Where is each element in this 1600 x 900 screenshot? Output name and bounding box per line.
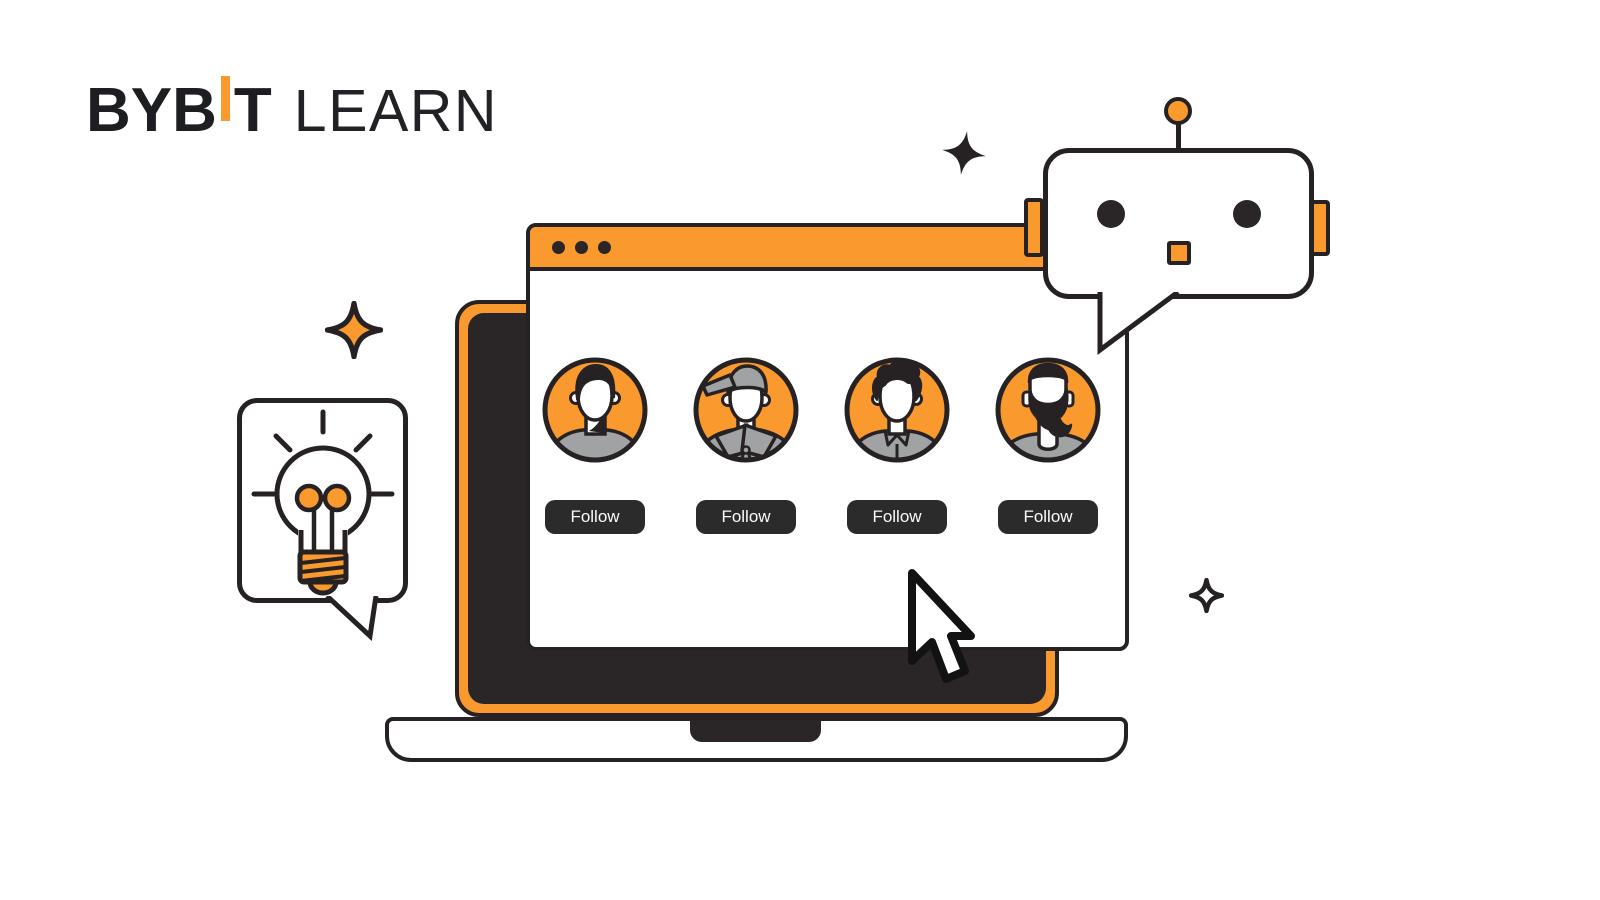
logo-text-learn: LEARN bbox=[293, 78, 499, 144]
mouse-cursor-icon bbox=[908, 569, 975, 683]
follow-button-2[interactable]: Follow bbox=[696, 500, 796, 534]
man-cap-jacket-avatar[interactable] bbox=[690, 354, 802, 466]
lightbulb-icon bbox=[251, 409, 395, 596]
profile-card-2: Follow bbox=[690, 354, 802, 534]
robot-head-speech-bubble bbox=[1043, 148, 1314, 299]
robot-antenna-stem bbox=[1176, 122, 1181, 150]
profile-card-4: Follow bbox=[992, 354, 1104, 534]
man-short-hair-avatar[interactable] bbox=[539, 354, 651, 466]
idea-bubble-tail bbox=[325, 596, 379, 642]
bybit-learn-logo: BYB T LEARN bbox=[86, 76, 499, 145]
browser-window: Follow bbox=[526, 223, 1129, 651]
profile-card-3: Follow bbox=[841, 354, 953, 534]
white-sparkle-icon bbox=[1189, 578, 1224, 613]
man-beard-avatar[interactable] bbox=[992, 354, 1104, 466]
robot-right-eye bbox=[1233, 200, 1261, 228]
window-dot-icon bbox=[575, 240, 588, 254]
follow-button-3[interactable]: Follow bbox=[847, 500, 947, 534]
robot-left-ear bbox=[1024, 198, 1044, 257]
orange-sparkle-icon bbox=[325, 301, 383, 359]
laptop-base bbox=[385, 717, 1128, 762]
black-sparkle-icon bbox=[942, 131, 986, 175]
logo-orange-bar bbox=[220, 76, 230, 121]
laptop-hinge-notch bbox=[690, 720, 821, 742]
robot-bubble-tail bbox=[1097, 292, 1180, 355]
logo-text-t: T bbox=[233, 76, 272, 145]
robot-mouth bbox=[1167, 241, 1191, 265]
follow-button-4[interactable]: Follow bbox=[998, 500, 1098, 534]
window-dot-icon bbox=[598, 240, 611, 254]
window-dot-icon bbox=[552, 240, 565, 254]
follow-button-1[interactable]: Follow bbox=[545, 500, 645, 534]
profile-card-1: Follow bbox=[539, 354, 651, 534]
logo-text-byb: BYB bbox=[86, 76, 217, 145]
man-curly-hair-avatar[interactable] bbox=[841, 354, 953, 466]
robot-left-eye bbox=[1097, 200, 1125, 228]
robot-antenna-ball bbox=[1164, 97, 1192, 125]
